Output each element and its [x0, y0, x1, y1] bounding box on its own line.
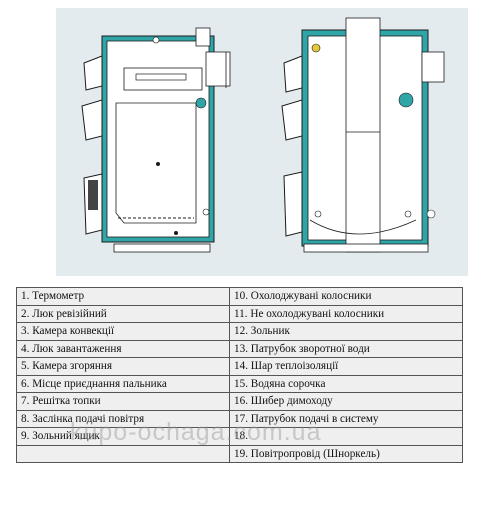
legend-item: 5. Камера згоряння [16, 357, 230, 376]
legend-item: 8. Заслінка подачі повітря [16, 409, 230, 428]
front-flue [421, 51, 445, 83]
boiler-side-section [81, 27, 231, 253]
legend-item: 3. Камера конвекції [16, 322, 230, 341]
boiler-drawing [56, 8, 468, 276]
thermometer [311, 43, 321, 53]
legend-item: 2. Люк ревізійний [16, 304, 230, 323]
legend-item: 19. Повітропровід (Шноркель) [229, 444, 463, 463]
legend-item: 14. Шар теплоізоляції [229, 357, 463, 376]
legend-item: 12. Зольник [229, 322, 463, 341]
combustion-chamber [115, 102, 197, 224]
air-duct [345, 17, 381, 253]
loading-door [81, 99, 103, 141]
legend-item: 15. Водяна сорочка [229, 374, 463, 393]
return-pipe [398, 92, 414, 108]
base [113, 243, 211, 253]
legend-item: 16. Шибер димоходу [229, 392, 463, 411]
legend-item [16, 444, 230, 463]
legend-item: 6. Місце приєднання пальника [16, 374, 230, 393]
boiler-front-view [281, 17, 445, 253]
boiler-section-svg [81, 17, 445, 253]
legend-item: 4. Люк завантаження [16, 339, 230, 358]
legend-item: 7. Решітка топки [16, 392, 230, 411]
revision-door [83, 55, 103, 91]
legend-item: 1. Термометр [16, 287, 230, 306]
legend-item: 11. Не охолоджувані колосники [229, 304, 463, 323]
legend-item: 13. Патрубок зворотної води [229, 339, 463, 358]
air-damper [88, 180, 98, 210]
legend-item: 10. Охолоджувані колосники [229, 287, 463, 306]
legend-item: 17. Патрубок подачі в систему [229, 409, 463, 428]
watermark-text: kupo-ochaga.com.ua [70, 418, 322, 446]
chimney [195, 27, 211, 47]
legend-row: 19. Повітропровід (Шноркель) [16, 444, 463, 463]
